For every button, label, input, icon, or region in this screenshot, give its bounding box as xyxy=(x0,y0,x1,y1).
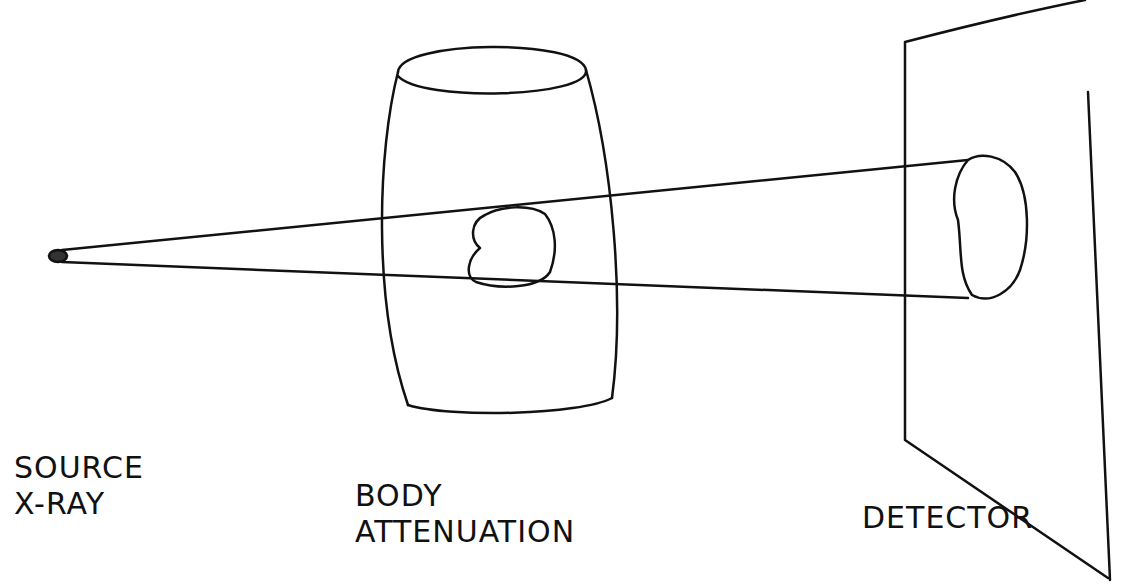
organ-outline xyxy=(469,207,555,286)
part-label: SOURCE X-RAY xyxy=(14,450,184,522)
xray-source xyxy=(49,250,67,262)
part-label: BODY ATTENUATION xyxy=(355,478,615,550)
beam-edge xyxy=(62,262,968,298)
detector-plane xyxy=(905,0,1110,580)
organ-shadow xyxy=(954,156,1027,299)
body-cylinder xyxy=(382,47,617,413)
part-label: DETECTOR xyxy=(862,500,1092,536)
beam-edge xyxy=(62,160,968,250)
